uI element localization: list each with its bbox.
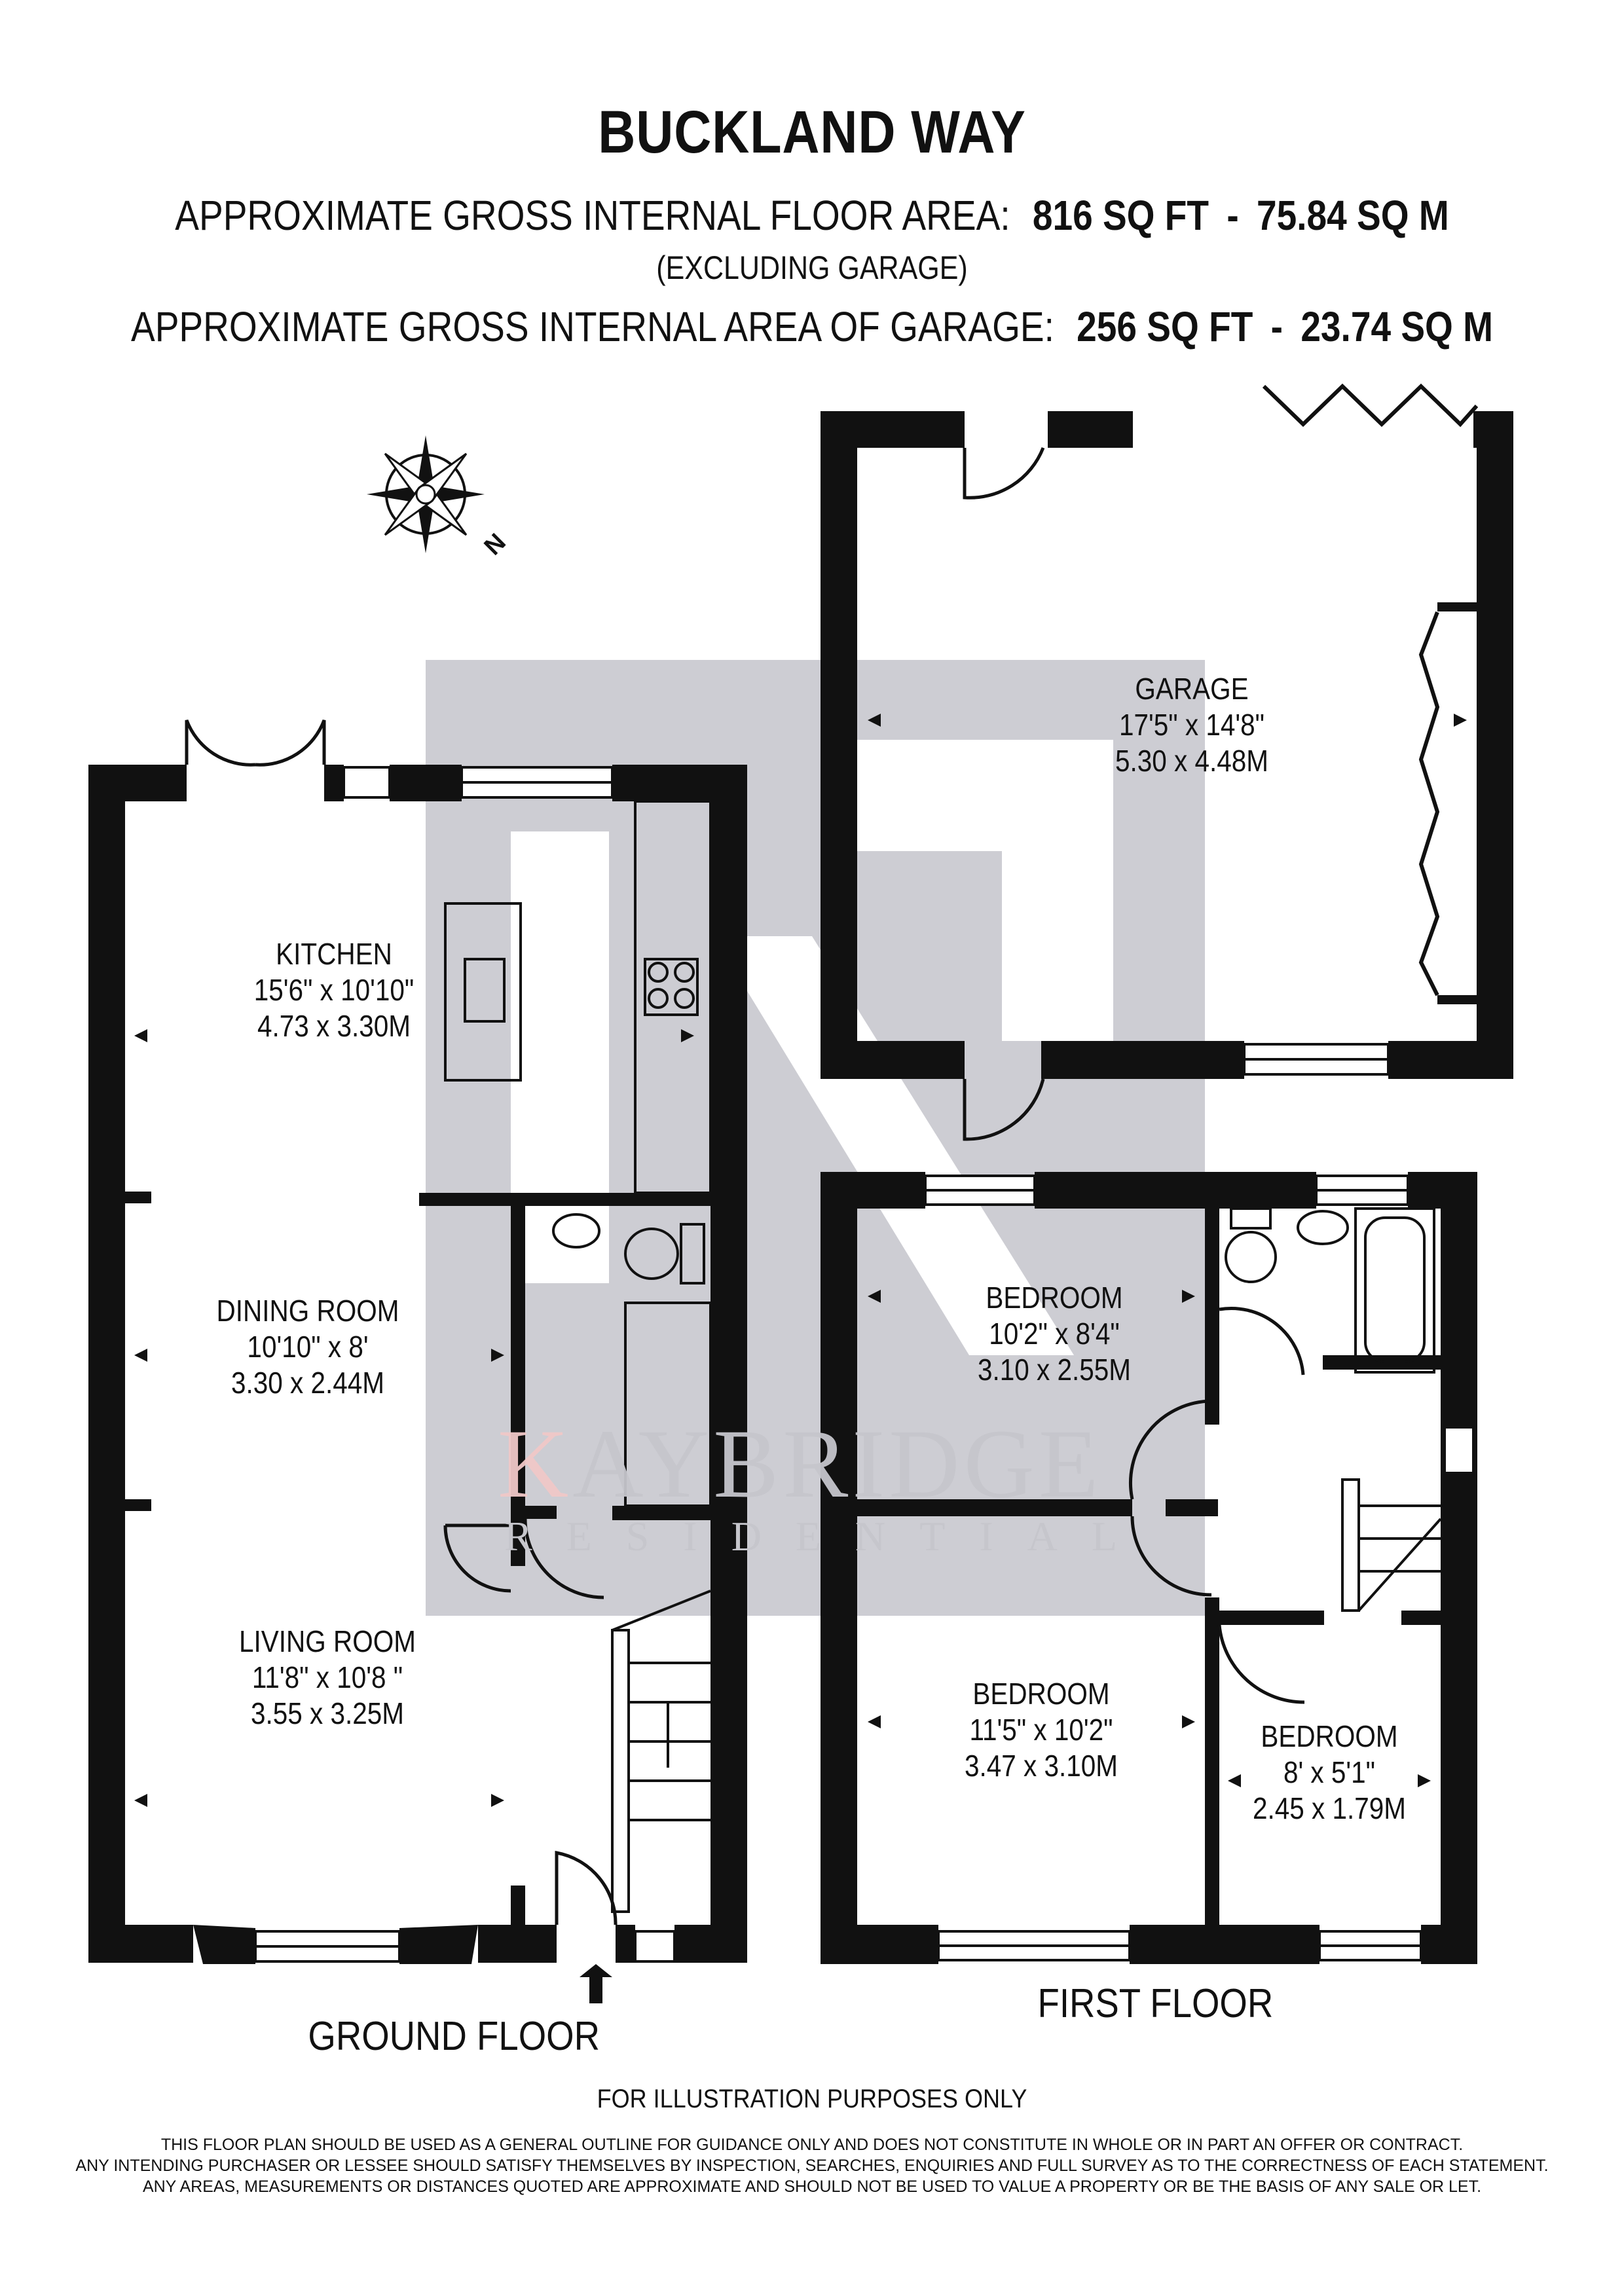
room-name: LIVING ROOM (239, 1624, 416, 1658)
garage-doors (963, 447, 1045, 1141)
room-name: BEDROOM (986, 1281, 1123, 1315)
room-name: DINING ROOM (216, 1294, 399, 1328)
garage-area-separator: - (1270, 303, 1283, 350)
first-floor-windows (924, 1175, 1475, 1961)
kitchen-worktops (444, 800, 712, 1194)
room-name: GARAGE (1135, 672, 1249, 706)
room-bedroom-3: BEDROOM 8' x 5'1" 2.45 x 1.79M (1243, 1719, 1416, 1827)
room-metric: 3.47 x 3.10M (964, 1749, 1118, 1783)
room-metric: 4.73 x 3.30M (257, 1009, 411, 1044)
watermark-brand-rest: AYBRIDGE (572, 1410, 1103, 1518)
compass-north-label: N (479, 528, 511, 560)
floor-area-label: APPROXIMATE GROSS INTERNAL FLOOR AREA: (175, 192, 1010, 239)
disclaimer-line-3: ANY AREAS, MEASUREMENTS OR DISTANCES QUO… (142, 2178, 1482, 2196)
room-imperial: 15'6" x 10'10" (253, 973, 415, 1008)
dimension-markers (134, 714, 1467, 1807)
first-floor-doors (1128, 1306, 1305, 1704)
illustration-note: FOR ILLUSTRATION PURPOSES ONLY (597, 2085, 1027, 2113)
room-imperial: 10'10" x 8' (247, 1330, 369, 1364)
room-metric: 3.55 x 3.25M (250, 1696, 405, 1731)
room-imperial: 8' x 5'1" (1283, 1755, 1376, 1790)
garage-area-label: APPROXIMATE GROSS INTERNAL AREA OF GARAG… (130, 303, 1054, 350)
room-name: KITCHEN (276, 937, 392, 971)
watermark-sub: RESIDENTIAL (504, 1513, 1151, 1559)
watermark-brand: KAYBRIDGE (498, 1408, 1103, 1520)
wc-fixtures-ground (552, 1213, 712, 1507)
room-metric: 2.45 x 1.79M (1252, 1791, 1407, 1826)
ground-floor-windows (254, 766, 676, 1963)
room-imperial: 10'2" x 8'4" (989, 1317, 1120, 1351)
bathroom-fixtures (1225, 1207, 1435, 1374)
entrance-arrow-icon (580, 1964, 612, 2003)
ground-floor-walls (88, 765, 747, 1963)
compass-rose-icon (367, 435, 485, 553)
bay-window (193, 1925, 478, 1964)
watermark-brand-initial: K (498, 1410, 573, 1518)
room-imperial: 11'5" x 10'2" (969, 1713, 1113, 1747)
first-floor-walls (821, 1172, 1477, 1964)
first-floor-stairs (1341, 1478, 1442, 1612)
garage-area-line: APPROXIMATE GROSS INTERNAL AREA OF GARAG… (114, 302, 1511, 351)
ground-stairs (611, 1590, 711, 1913)
room-bedroom-2: BEDROOM 11'5" x 10'2" 3.47 x 3.10M (943, 1676, 1139, 1785)
ground-floor-label: GROUND FLOOR (308, 2014, 600, 2059)
floor-area-sqm: 75.84 SQ M (1257, 192, 1449, 239)
garage-bifold-door (1262, 383, 1479, 996)
room-living: LIVING ROOM 11'8" x 10'8 " 3.55 x 3.25M (229, 1624, 425, 1732)
room-name: BEDROOM (1261, 1719, 1398, 1753)
room-metric: 5.30 x 4.48M (1115, 744, 1269, 778)
watermark-logo-cutout (511, 740, 1113, 1355)
room-metric: 3.30 x 2.44M (231, 1366, 385, 1400)
first-floor-label: FIRST FLOOR (1037, 1981, 1274, 2026)
room-imperial: 17'5" x 14'8" (1118, 708, 1265, 742)
garage-window (1243, 1043, 1390, 1076)
room-metric: 3.10 x 2.55M (977, 1353, 1132, 1387)
room-imperial: 11'8" x 10'8 " (251, 1660, 403, 1695)
room-kitchen: KITCHEN 15'6" x 10'10" 4.73 x 3.30M (236, 936, 432, 1045)
floor-area-sqft: 816 SQ FT (1032, 192, 1209, 239)
room-dining: DINING ROOM 10'10" x 8' 3.30 x 2.44M (210, 1293, 405, 1402)
garage-area-sqm: 23.74 SQ M (1301, 303, 1494, 350)
floor-area-separator: - (1227, 192, 1239, 239)
disclaimer-line-2: ANY INTENDING PURCHASER OR LESSEE SHOULD… (75, 2157, 1549, 2175)
excluding-garage-note: (EXCLUDING GARAGE) (656, 249, 968, 286)
floor-area-line: APPROXIMATE GROSS INTERNAL FLOOR AREA: 8… (114, 191, 1511, 240)
disclaimer-line-1: THIS FLOOR PLAN SHOULD BE USED AS A GENE… (160, 2136, 1464, 2154)
room-garage: GARAGE 17'5" x 14'8" 5.30 x 4.48M (1088, 671, 1296, 780)
property-title: BUCKLAND WAY (598, 99, 1026, 166)
garage-area-sqft: 256 SQ FT (1077, 303, 1253, 350)
room-bedroom-1: BEDROOM 10'2" x 8'4" 3.10 x 2.55M (956, 1280, 1152, 1389)
room-name: BEDROOM (972, 1677, 1110, 1711)
garage-walls (821, 411, 1513, 1079)
